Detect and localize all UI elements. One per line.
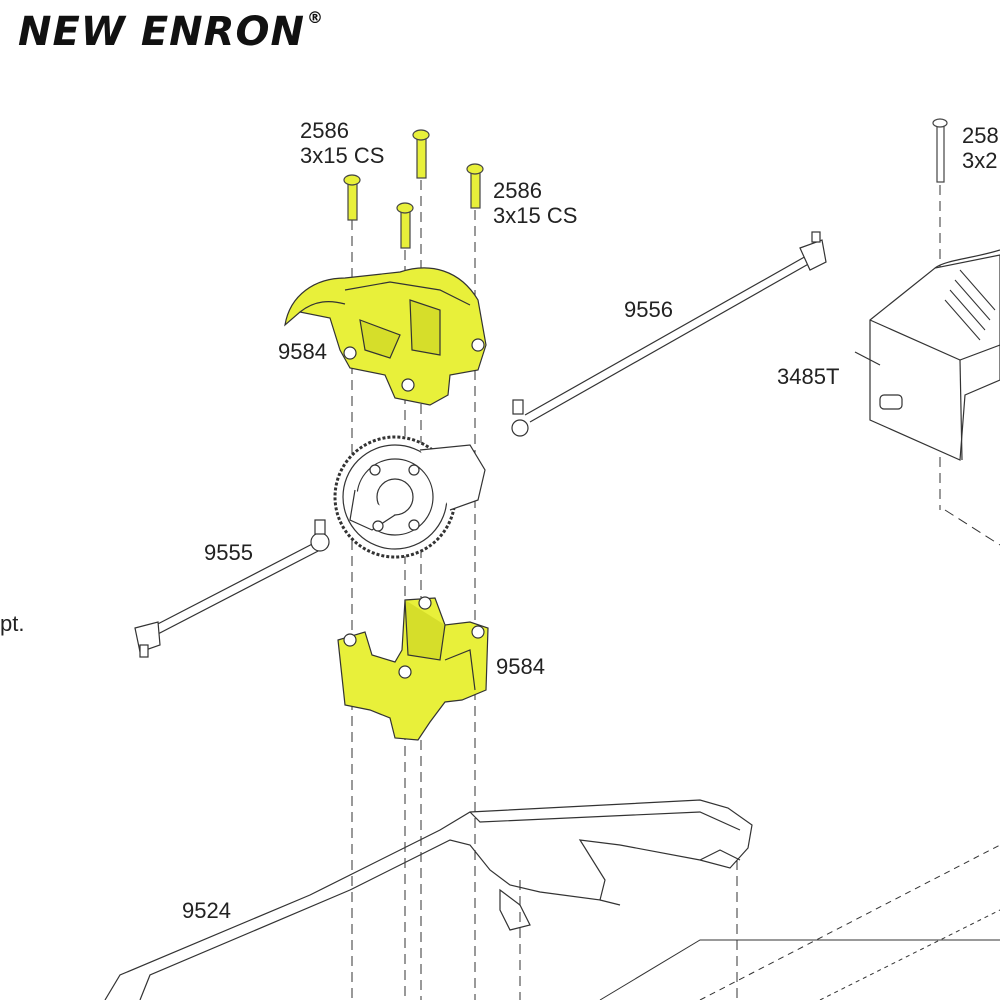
label-esc: 3485T [777, 364, 840, 389]
brand-logo: NEW ENRON® [18, 8, 324, 55]
screw-2586-a [343, 174, 361, 221]
screw-2586-d [466, 163, 484, 209]
label-screw-far: 258 3x2 [962, 123, 999, 173]
screw-2586-c [396, 202, 414, 249]
screw-left-number: 2586 [300, 118, 349, 143]
label-cover-top: 9584 [278, 339, 327, 364]
label-chassis: 9524 [182, 898, 231, 923]
screw-far-number: 258 [962, 123, 999, 148]
label-driveshaft-rear: 9556 [624, 297, 673, 322]
label-screw-right: 2586 3x15 CS [493, 178, 577, 228]
gear-cover-top [284, 267, 487, 406]
brand-name: NEW ENRON [18, 9, 305, 55]
label-screw-left: 2586 3x15 CS [300, 118, 384, 168]
label-cover-bottom: 9584 [496, 654, 545, 679]
registered-mark: ® [306, 8, 324, 27]
gear-cover-bottom [337, 596, 489, 741]
driveshaft-front [134, 519, 330, 658]
esc-unit [854, 249, 1000, 461]
screw-2586-b [412, 129, 430, 179]
chassis-tub [104, 799, 1000, 1001]
screw-left-spec: 3x15 CS [300, 143, 385, 168]
spur-gear [333, 435, 486, 559]
screw-right-spec: 3x15 CS [493, 203, 578, 228]
screw-far-spec: 3x2 [962, 148, 998, 173]
screw-right-number: 2586 [493, 178, 542, 203]
label-cut-note: pt. [0, 611, 25, 636]
driveshaft-rear [511, 231, 827, 437]
label-driveshaft-front: 9555 [204, 540, 253, 565]
screw-far [932, 118, 948, 183]
